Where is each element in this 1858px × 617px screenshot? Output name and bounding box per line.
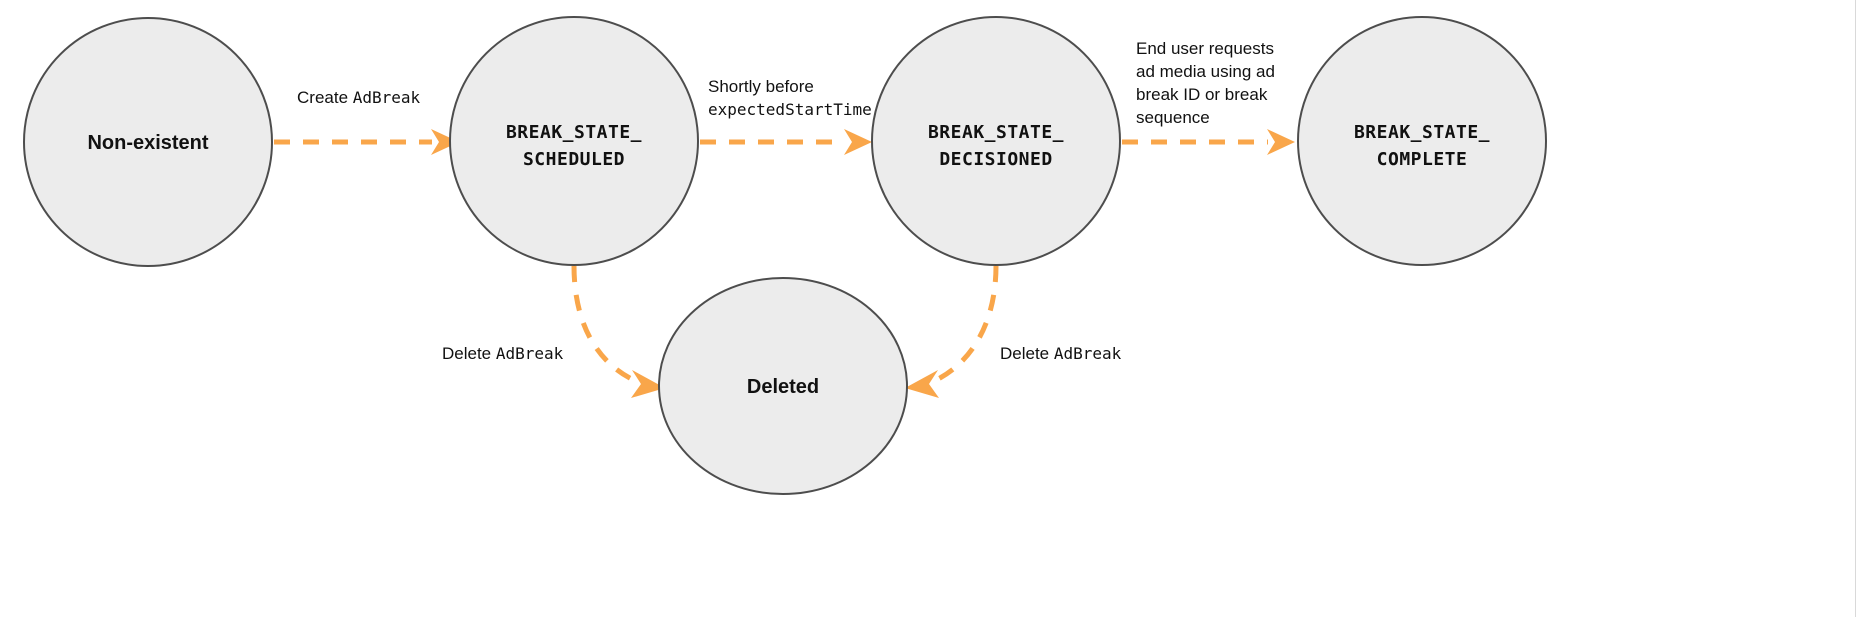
edge-label-create-adbreak-sans: Create: [297, 88, 353, 107]
edge-shortly-before: [700, 129, 872, 155]
svg-text:Delete AdBreak: Delete AdBreak: [1000, 344, 1122, 363]
state-node-deleted[interactable]: Deleted: [658, 277, 908, 495]
edge-label-create-adbreak: Create AdBreak: [297, 88, 421, 107]
edge-label-delete-from-decisioned-sans: Delete: [1000, 344, 1054, 363]
edge-label-end-user-requests: End user requests ad media using ad brea…: [1136, 39, 1275, 127]
edge-label-create-adbreak-mono: AdBreak: [353, 88, 421, 107]
edge-label-end-user-requests-line4: sequence: [1136, 108, 1210, 127]
edge-label-delete-from-decisioned: Delete AdBreak: [1000, 344, 1122, 363]
node-shape-non-existent: [23, 17, 273, 267]
node-label-deleted: Deleted: [747, 376, 819, 398]
node-shape-break-state-complete: [1297, 16, 1547, 266]
node-label-break-state-complete-line2: COMPLETE: [1377, 149, 1468, 170]
arrow-head-create-adbreak: [431, 129, 459, 155]
edge-delete-from-scheduled: [571, 265, 665, 398]
node-label-non-existent: Non-existent: [87, 132, 208, 154]
state-node-break-state-decisioned[interactable]: BREAK_STATE_ DECISIONED: [871, 16, 1121, 266]
node-label-break-state-decisioned-line2: DECISIONED: [939, 149, 1052, 170]
edge-label-delete-from-scheduled-mono: AdBreak: [496, 344, 564, 363]
edge-label-shortly-before: Shortly before expectedStartTime: [708, 77, 872, 119]
node-label-break-state-decisioned-line1: BREAK_STATE_: [928, 122, 1064, 143]
node-shape-break-state-scheduled: [449, 16, 699, 266]
arrow-head-delete-from-scheduled: [631, 370, 665, 398]
arrow-head-shortly-before: [844, 129, 872, 155]
edge-create-adbreak: [274, 129, 459, 155]
edge-path-delete-from-decisioned: [930, 265, 999, 385]
state-node-break-state-scheduled[interactable]: BREAK_STATE_ SCHEDULED: [449, 16, 699, 266]
svg-text:Create AdBreak: Create AdBreak: [297, 88, 421, 107]
edge-label-delete-from-decisioned-mono: AdBreak: [1054, 344, 1122, 363]
edge-path-delete-from-scheduled: [571, 265, 639, 385]
node-label-break-state-scheduled-line1: BREAK_STATE_: [506, 122, 642, 143]
edge-label-end-user-requests-line2: ad media using ad: [1136, 62, 1275, 81]
svg-text:Delete AdBreak: Delete AdBreak: [442, 344, 564, 363]
node-shape-deleted: [658, 277, 908, 495]
node-label-break-state-complete-line1: BREAK_STATE_: [1354, 122, 1490, 143]
edge-label-end-user-requests-line1: End user requests: [1136, 39, 1274, 58]
edge-label-shortly-before-line1: Shortly before: [708, 77, 814, 96]
node-label-break-state-scheduled-line2: SCHEDULED: [523, 149, 625, 170]
page-right-border: [1855, 0, 1856, 617]
edge-label-delete-from-scheduled-sans: Delete: [442, 344, 496, 363]
state-node-break-state-complete[interactable]: BREAK_STATE_ COMPLETE: [1297, 16, 1547, 266]
state-node-non-existent[interactable]: Non-existent: [23, 17, 273, 267]
edge-label-shortly-before-line2: expectedStartTime: [708, 100, 872, 119]
edge-end-user-requests: [1122, 129, 1295, 155]
edge-label-end-user-requests-line3: break ID or break: [1136, 85, 1268, 104]
edge-label-delete-from-scheduled: Delete AdBreak: [442, 344, 564, 363]
arrow-head-end-user-requests: [1267, 129, 1295, 155]
edge-delete-from-decisioned: [905, 265, 999, 398]
arrow-head-delete-from-decisioned: [905, 370, 939, 398]
node-shape-break-state-decisioned: [871, 16, 1121, 266]
